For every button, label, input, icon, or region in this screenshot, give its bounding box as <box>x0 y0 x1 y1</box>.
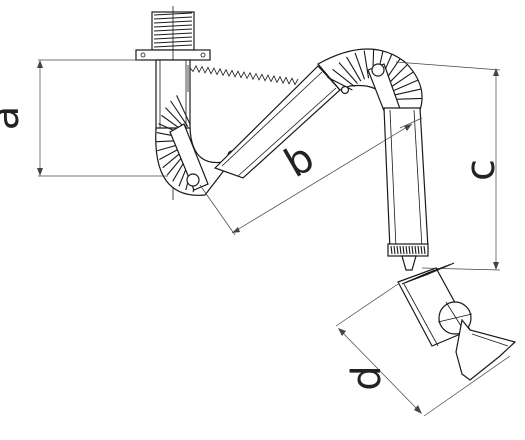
dimension-d <box>335 283 511 417</box>
suction-hood <box>397 262 517 381</box>
dimension-a <box>37 59 168 177</box>
dimension-label-a: a <box>0 106 28 131</box>
dimension-label-b: b <box>277 134 322 187</box>
dimension-c <box>395 61 501 271</box>
lower-vertical-tube <box>383 107 429 257</box>
diagonal-arm <box>213 65 341 179</box>
upper-vertical-tube <box>155 59 191 131</box>
swivel-connector <box>401 255 417 271</box>
lower-left-bellow-joint <box>155 95 237 196</box>
dimension-label-c: c <box>458 159 504 181</box>
tension-spring <box>189 64 299 86</box>
dimension-b <box>199 117 423 236</box>
dimension-label-d: d <box>344 365 390 390</box>
